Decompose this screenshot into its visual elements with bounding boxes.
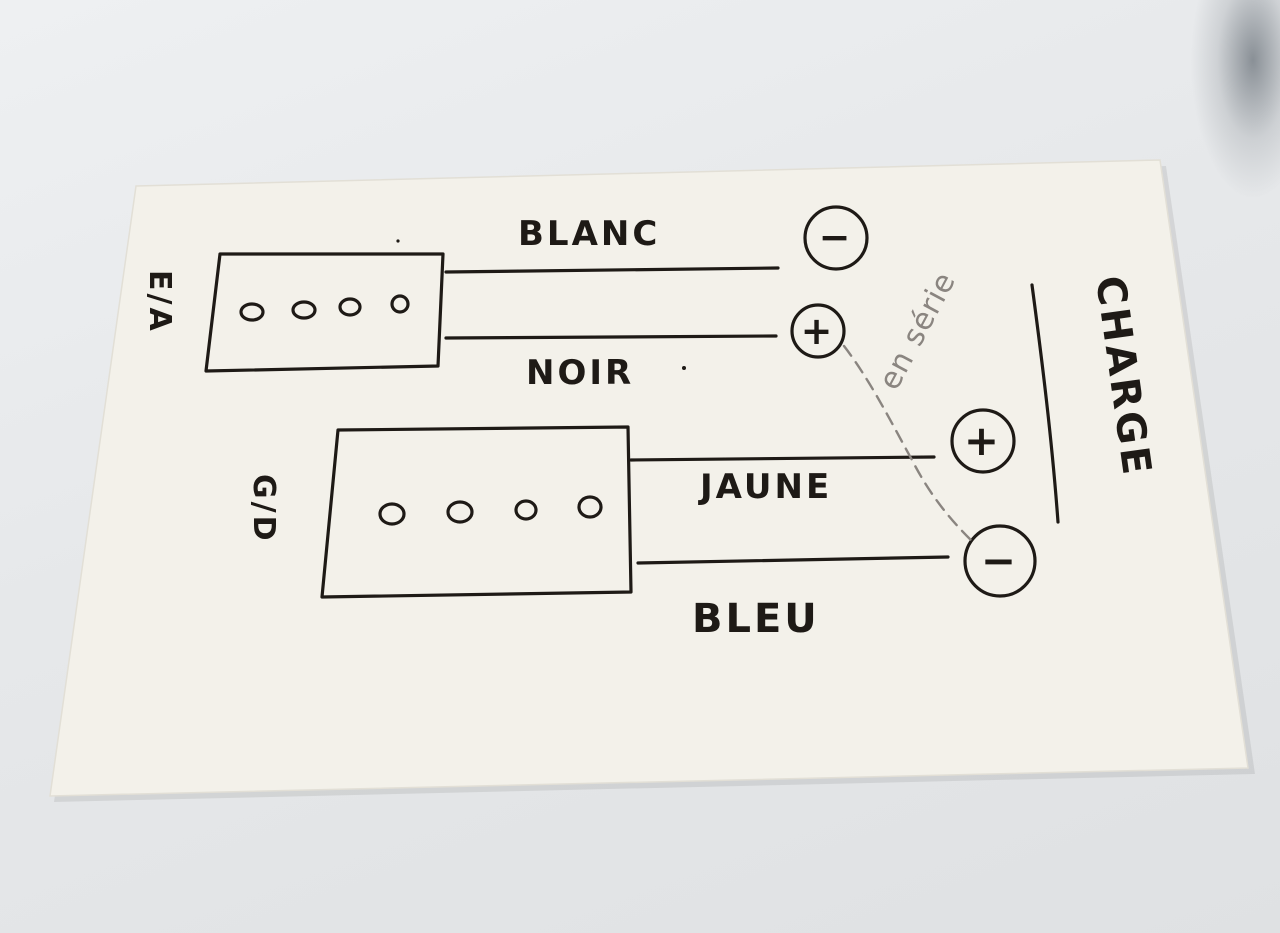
pickup-top-pole-4 bbox=[390, 294, 410, 314]
ink-speck-2 bbox=[396, 239, 400, 243]
terminal-bottom-minus-circle bbox=[963, 524, 1037, 598]
pickup-top-pole-3 bbox=[338, 297, 362, 317]
series-link-dashed bbox=[842, 344, 978, 547]
wire-bleu bbox=[636, 555, 950, 565]
terminal-bottom-plus-circle bbox=[950, 408, 1016, 474]
pickup-top-body bbox=[204, 252, 445, 373]
terminal-top-minus-sign: − bbox=[819, 215, 854, 259]
wire-label-blanc: BLANC bbox=[518, 214, 660, 254]
pickup-bottom-label: G/D bbox=[246, 474, 281, 543]
pickup-top-pole-2 bbox=[291, 300, 317, 320]
paper-card bbox=[49, 159, 1249, 797]
ink-speck-1 bbox=[682, 366, 686, 370]
wire-label-noir: NOIR bbox=[526, 353, 634, 393]
pickup-top-label: E/A bbox=[142, 270, 177, 334]
terminal-bottom-minus-sign: − bbox=[981, 536, 1019, 585]
wire-label-jaune: JAUNE bbox=[698, 467, 832, 507]
pickup-top-pole-1 bbox=[239, 302, 265, 322]
terminal-bottom-plus-sign: + bbox=[964, 416, 1002, 465]
pickup-bottom-pole-3 bbox=[514, 499, 538, 521]
terminal-bottom-plus: + bbox=[950, 408, 1016, 474]
terminal-top-plus-sign: + bbox=[801, 309, 836, 353]
terminal-top-plus: + bbox=[790, 303, 846, 359]
terminal-top-minus: − bbox=[803, 205, 869, 271]
wire-noir bbox=[444, 334, 778, 340]
pickup-bottom: G/D bbox=[246, 425, 633, 599]
pickup-bottom-pole-4 bbox=[577, 495, 603, 519]
desk-shadow bbox=[1190, 0, 1280, 200]
wire-jaune bbox=[629, 455, 936, 462]
terminal-top-minus-circle bbox=[803, 205, 869, 271]
terminal-top-plus-circle bbox=[790, 303, 846, 359]
wire-blanc bbox=[444, 266, 780, 274]
terminal-bottom-minus: − bbox=[963, 524, 1037, 598]
pickup-top: E/A bbox=[142, 252, 445, 373]
wire-label-bleu: BLEU bbox=[692, 596, 820, 642]
pickup-bottom-body bbox=[320, 425, 633, 599]
pickup-bottom-pole-1 bbox=[378, 502, 406, 526]
load-bar bbox=[1030, 283, 1060, 524]
pickup-bottom-pole-2 bbox=[446, 500, 474, 524]
